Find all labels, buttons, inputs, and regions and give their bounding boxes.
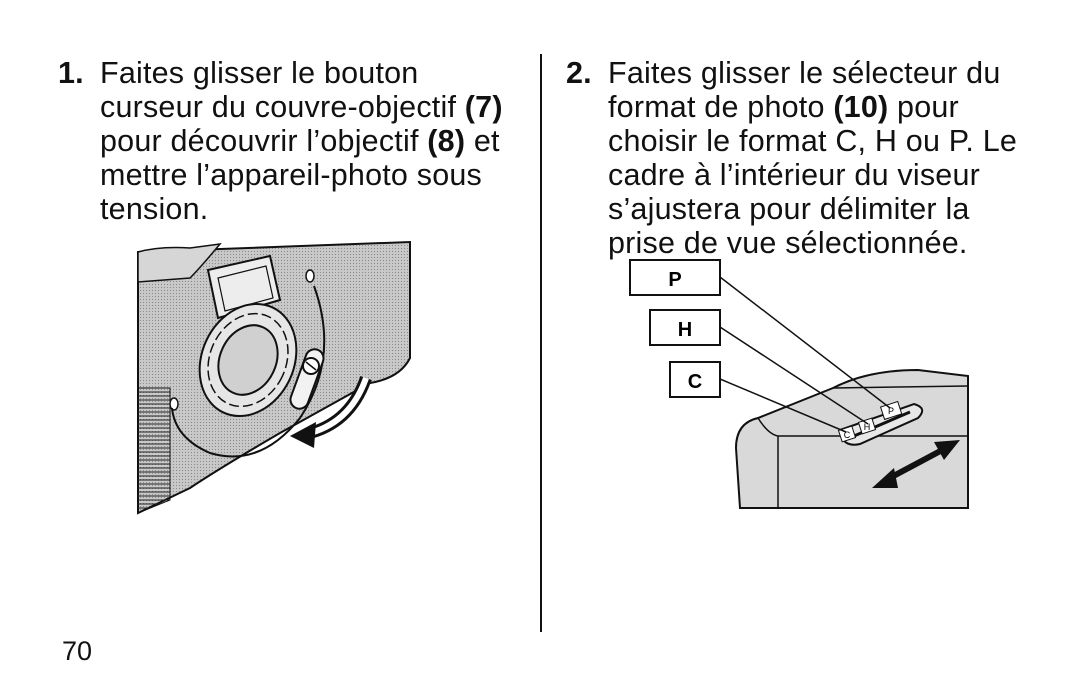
step-2-line: Faites glisser le sélecteur du	[608, 56, 1017, 90]
step-2-line: prise de vue sélectionnée.	[608, 226, 1017, 260]
lens-cover-illustration	[137, 240, 411, 515]
selector-mark-h-text: H	[864, 422, 871, 432]
step-2-line: cadre à l’intérieur du viseur	[608, 158, 1017, 192]
step-1-instruction: 1. Faites glisser le bouton curseur du c…	[58, 56, 528, 236]
selector-mark-h: H	[857, 417, 877, 435]
text-run: prise de vue sélectionnée.	[608, 226, 968, 260]
selector-mark-c-text: C	[844, 430, 851, 440]
slide-direction-arrow	[872, 440, 960, 488]
text-run: et	[465, 124, 500, 158]
step-1-text: Faites glisser le bouton curseur du couv…	[100, 56, 503, 226]
text-run: s’ajustera pour délimiter la	[608, 192, 970, 226]
selector-mark-p: P	[879, 400, 903, 421]
text-run: mettre l’appareil-photo sous	[100, 158, 482, 192]
step-2-instruction: 2. Faites glisser le sélecteur du format…	[566, 56, 1036, 276]
step-2-line: format de photo (10) pour	[608, 90, 1017, 124]
text-run: pour	[888, 90, 959, 124]
step-1-number: 1.	[58, 56, 84, 90]
text-run: choisir le format C, H ou P. Le	[608, 124, 1018, 158]
step-1-line: curseur du couvre-objectif (7)	[100, 90, 503, 124]
step-2-text: Faites glisser le sélecteur du format de…	[608, 56, 1017, 260]
page-number: 70	[62, 636, 93, 666]
format-label-p: P	[629, 259, 721, 296]
step-1-line: tension.	[100, 192, 503, 226]
text-run: pour découvrir l’objectif	[100, 124, 428, 158]
format-label-c-text: C	[688, 371, 702, 393]
text-run: Faites glisser le bouton	[100, 56, 419, 90]
callout-ref-8: (8)	[427, 124, 466, 158]
text-run: tension.	[100, 192, 209, 226]
step-1-line: pour découvrir l’objectif (8) et	[100, 124, 503, 158]
format-label-c: C	[669, 361, 721, 398]
selector-mark-p-text: P	[888, 406, 894, 416]
step-2-line: s’ajustera pour délimiter la	[608, 192, 1017, 226]
format-selector-illustration: P H C C H P	[629, 259, 969, 509]
text-run: curseur du couvre-objectif	[100, 90, 465, 124]
text-run: format de photo	[608, 90, 834, 124]
step-1-line: mettre l’appareil-photo sous	[100, 158, 503, 192]
format-label-p-text: P	[668, 269, 681, 291]
step-1-line: Faites glisser le bouton	[100, 56, 503, 90]
format-label-h: H	[649, 309, 721, 346]
callout-ref-7: (7)	[464, 90, 503, 124]
step-2-line: choisir le format C, H ou P. Le	[608, 124, 1017, 158]
step-2-number: 2.	[566, 56, 592, 90]
text-run: cadre à l’intérieur du viseur	[608, 158, 980, 192]
callout-ref-10: (10)	[833, 90, 889, 124]
format-label-h-text: H	[678, 319, 692, 341]
text-run: Faites glisser le sélecteur du	[608, 56, 1001, 90]
column-divider	[540, 54, 542, 632]
